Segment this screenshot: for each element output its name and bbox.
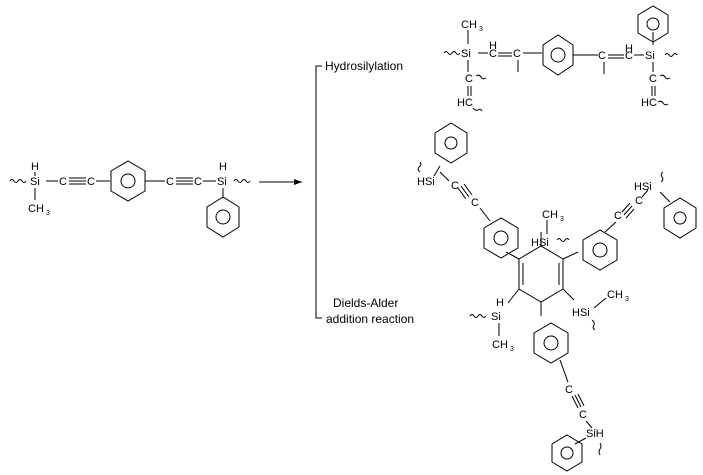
hp-c6: C	[649, 73, 657, 85]
hp-hc-left: HC	[457, 97, 473, 109]
central-ring	[518, 245, 564, 303]
monomer-c3: C	[166, 176, 174, 188]
da-si-lower-left: Si	[491, 311, 501, 323]
hp-c4: C	[625, 50, 633, 62]
da-ch3-top: CH	[542, 209, 558, 221]
da-c5: C	[565, 384, 573, 396]
label-hydrosilylation: Hydrosilylation	[325, 59, 403, 73]
da-c6: C	[579, 409, 587, 421]
monomer-h-right: H	[219, 161, 227, 173]
da-ch3-lower-left: CH	[492, 339, 508, 351]
da-ch3-lower-right: CH	[607, 289, 623, 301]
monomer-ch3: CH	[28, 203, 44, 215]
branch-bracket	[315, 65, 322, 319]
da-hsi-upper-left: HSi	[417, 176, 435, 188]
subscript-3: 3	[625, 296, 629, 303]
da-sih-bottom: SiH	[586, 428, 604, 440]
hp-c3: C	[598, 50, 606, 62]
hp-h2: H	[625, 43, 633, 55]
da-c1: C	[471, 197, 479, 209]
da-hsi-lower-right: HSi	[572, 307, 590, 319]
wavy-bond	[9, 179, 27, 183]
monomer-c1: C	[59, 176, 67, 188]
da-hsi-upper-right: HSi	[634, 181, 652, 193]
hp-c2: C	[513, 48, 521, 60]
monomer-h-left: H	[31, 161, 39, 173]
hp-ch3: CH	[461, 19, 477, 31]
phenyl-ring	[206, 196, 240, 238]
hp-si-right: Si	[645, 50, 655, 62]
diels-alder-product: HSi CH 3 C C HSi C C HSi	[417, 122, 697, 472]
hp-si-left: Si	[461, 48, 471, 60]
label-addition-reaction: addition reaction	[326, 312, 414, 326]
da-h-lower-left: H	[496, 297, 504, 309]
hp-hc-right: HC	[641, 97, 657, 109]
da-c2: C	[451, 180, 459, 192]
monomer-si-right: Si	[217, 176, 227, 188]
monomer-si-left: Si	[30, 176, 40, 188]
subscript-3: 3	[479, 26, 483, 33]
da-c3: C	[614, 210, 622, 222]
monomer-c4: C	[194, 176, 202, 188]
hp-h: H	[489, 40, 497, 52]
hp-c5: C	[465, 73, 473, 85]
label-diels-alder: Dields-Alder	[333, 296, 398, 310]
monomer-c2: C	[87, 176, 95, 188]
da-hsi-top: HSi	[531, 237, 549, 249]
subscript-3: 3	[510, 346, 514, 353]
aromatic-circle	[120, 173, 136, 189]
benzene-ring	[110, 160, 146, 202]
hydrosilylation-product: Si CH 3 H C C C H C Si C HC	[443, 5, 678, 112]
subscript-3: 3	[46, 210, 50, 217]
da-c4: C	[635, 195, 643, 207]
monomer-structure: Si H CH 3 C C C C Si H	[9, 160, 251, 238]
subscript-3: 3	[560, 216, 564, 223]
hp-c1: C	[489, 48, 497, 60]
